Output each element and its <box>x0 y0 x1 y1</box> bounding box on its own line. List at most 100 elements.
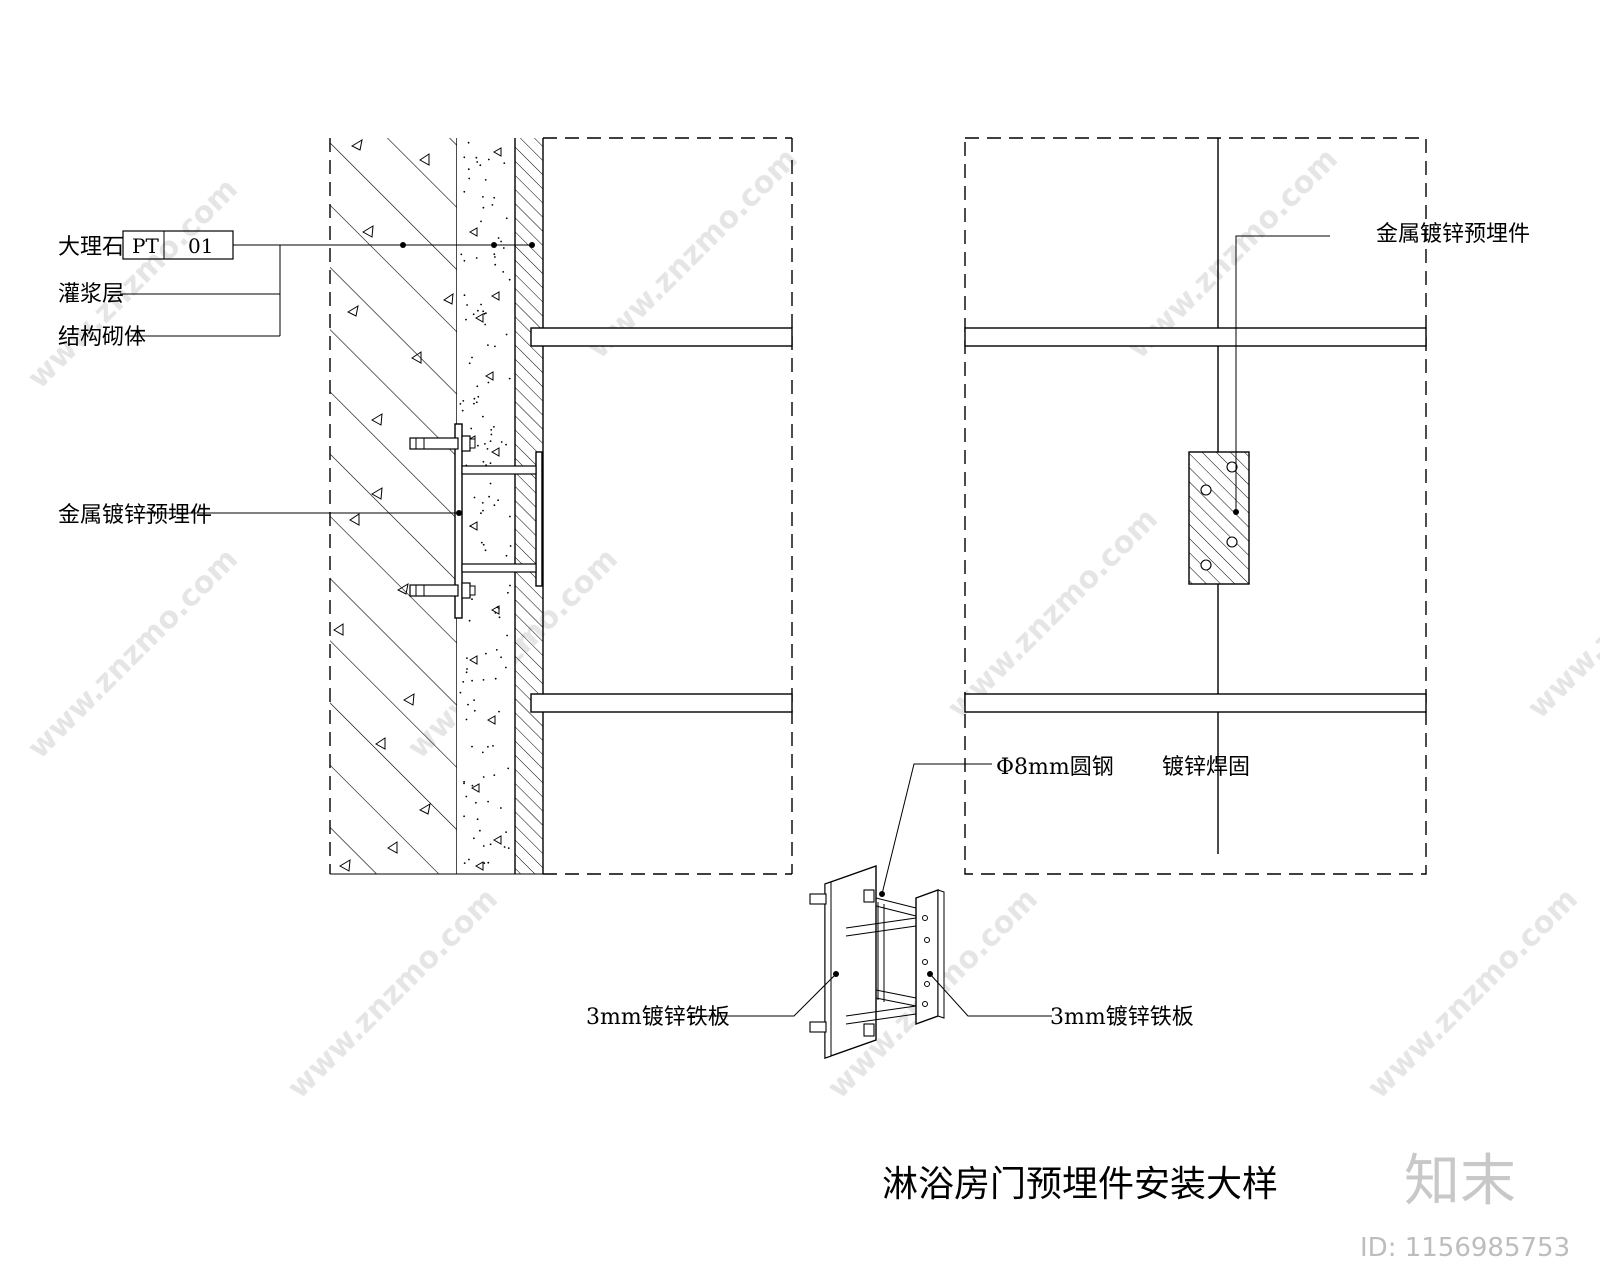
masonry-wall <box>330 138 457 874</box>
grout-dot <box>481 502 484 504</box>
brand-logo: 知末 <box>1404 1149 1516 1214</box>
grout-dot <box>509 515 511 518</box>
grout-dot <box>482 415 484 418</box>
grout-dot <box>506 634 508 637</box>
grout-dot <box>459 403 462 405</box>
grout-dot <box>463 782 465 785</box>
grout-dot <box>463 780 465 783</box>
isometric-anchor-detail: 3mm镀锌铁板 3mm镀锌铁板 <box>586 763 1194 1059</box>
grout-dot <box>482 460 485 463</box>
grout-dot <box>465 795 468 798</box>
grout-dot <box>491 204 494 206</box>
grout-dot <box>480 303 482 306</box>
grout-dot <box>503 162 506 165</box>
grout-label: 灌浆层 <box>58 282 124 307</box>
watermark-text: www.znzmo.com <box>1361 882 1585 1106</box>
grout-dot <box>505 217 508 220</box>
grout-dot <box>471 356 473 359</box>
grout-dot <box>473 699 475 701</box>
grout-dot <box>487 861 490 864</box>
right-profile-top <box>964 327 1427 347</box>
grout-dot <box>477 444 479 447</box>
grout-dots <box>459 141 512 864</box>
grout-dot <box>463 294 466 297</box>
grout-dot <box>508 377 511 380</box>
marble-label: 大理石 <box>58 235 124 260</box>
grout-dot <box>466 304 468 306</box>
grout-dot <box>487 381 490 384</box>
grout-dot <box>463 862 466 864</box>
grout-dot <box>465 671 468 674</box>
grout-dot <box>493 253 496 256</box>
grout-dot <box>485 312 487 314</box>
grout-dot <box>466 668 468 670</box>
grout-dot <box>505 333 508 336</box>
grout-dot <box>502 247 505 249</box>
grout-dot <box>460 253 463 256</box>
grout-dot <box>500 807 502 809</box>
grout-dot <box>465 318 467 321</box>
grout-dot <box>475 156 478 159</box>
masonry-label: 结构砌体 <box>58 325 146 350</box>
grout-dot <box>509 545 512 547</box>
grout-dot <box>489 482 492 485</box>
grout-dot <box>472 313 475 316</box>
grout-dot <box>466 657 468 659</box>
left-section-view: 大理石 PT 01 灌浆层 结构砌体 金属镀锌预埋件 <box>58 137 793 875</box>
grout-dot <box>461 409 464 412</box>
right-embed-label: 金属镀锌预埋件 <box>1376 222 1530 247</box>
grout-dot <box>484 179 487 181</box>
grout-dot <box>486 448 489 450</box>
grout-dot <box>476 818 479 821</box>
embedded-anchor-assembly <box>409 423 543 619</box>
grout-dot <box>470 427 473 430</box>
grout-dot <box>473 397 476 400</box>
grout-dot <box>489 462 492 464</box>
grout-dot <box>469 525 472 528</box>
grout-dot <box>482 196 484 198</box>
grout-dot <box>505 554 508 557</box>
expansion-bolt-top <box>409 435 476 452</box>
door-profile-top <box>530 327 793 347</box>
grout-dot <box>475 801 477 804</box>
grout-dot <box>468 858 470 861</box>
expansion-bolt-bottom <box>409 582 476 599</box>
grout-dot <box>480 541 483 544</box>
grout-dot <box>490 429 493 431</box>
grout-dot <box>477 309 479 312</box>
grout-dot <box>496 606 499 609</box>
grout-dot <box>479 829 481 832</box>
grout-dot <box>495 649 498 651</box>
grout-dot <box>482 310 485 313</box>
brand-id: ID: 1156985753 <box>1360 1233 1570 1263</box>
grout-dot <box>485 652 487 655</box>
grout-dot <box>489 843 492 846</box>
grout-dot <box>480 512 482 515</box>
tag-code: PT <box>132 234 159 258</box>
grout-dot <box>488 495 490 498</box>
material-tag <box>122 230 234 260</box>
grout-dot <box>482 543 485 546</box>
grout-dot <box>467 141 470 144</box>
masonry-aggregate-marks <box>333 138 454 872</box>
grout-dot <box>481 751 484 754</box>
door-profile-bottom <box>530 693 793 713</box>
grout-dot <box>492 745 494 747</box>
right-plate-label: 3mm镀锌铁板 <box>1050 1005 1194 1030</box>
grout-dot <box>462 681 465 683</box>
grout-dot <box>482 509 484 512</box>
grout-dot <box>482 845 485 847</box>
left-embed-label: 金属镀锌预埋件 <box>58 503 212 528</box>
grout-dot <box>459 691 462 694</box>
grout-dot <box>498 607 500 609</box>
grout-dot <box>484 549 487 552</box>
grout-dot <box>494 345 496 348</box>
grout-dot <box>482 776 485 778</box>
grout-dot <box>487 800 489 803</box>
grout-dot <box>482 206 485 209</box>
grout-dot <box>505 443 507 446</box>
watermark-text: www.znzmo.com <box>941 502 1165 726</box>
grout-dot <box>483 862 486 864</box>
grout-dot <box>473 709 476 712</box>
